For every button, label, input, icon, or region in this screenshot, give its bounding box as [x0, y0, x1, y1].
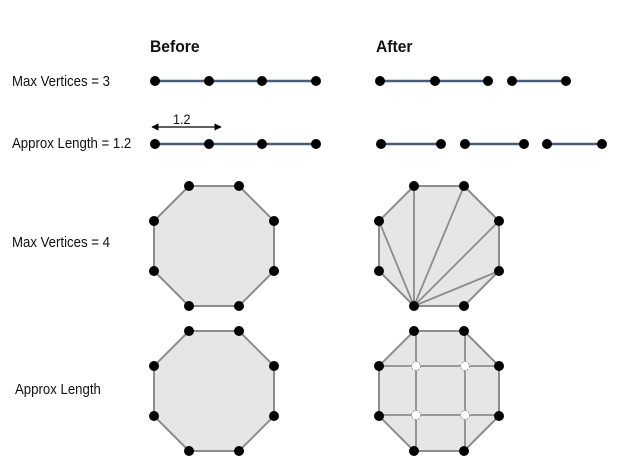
vertex	[234, 326, 244, 336]
vertex	[460, 139, 470, 149]
vertex	[494, 266, 504, 276]
vertex	[311, 139, 321, 149]
subdivision-edge	[378, 220, 415, 307]
vertex-layer	[149, 76, 607, 456]
vertex	[597, 139, 607, 149]
vertex	[459, 446, 469, 456]
column-header-before: Before	[150, 37, 200, 56]
new-vertex	[460, 410, 470, 420]
octagon-after	[378, 330, 500, 452]
vertex	[375, 76, 385, 86]
vertex	[374, 216, 384, 226]
column-header-after: After	[376, 37, 413, 56]
new-vertex	[460, 361, 470, 371]
vertex	[409, 326, 419, 336]
vertex	[257, 139, 267, 149]
vertex	[459, 301, 469, 311]
dimension-label: 1.2	[173, 111, 191, 127]
octagon-before	[153, 330, 275, 452]
vertex	[184, 301, 194, 311]
vertex	[409, 446, 419, 456]
vertex	[269, 361, 279, 371]
vertex	[459, 326, 469, 336]
vertex	[374, 411, 384, 421]
vertex	[409, 181, 419, 191]
vertex	[257, 76, 267, 86]
vertex	[374, 266, 384, 276]
vertex	[494, 216, 504, 226]
subdivision-edge	[413, 220, 500, 307]
vertex	[494, 361, 504, 371]
vertex	[184, 326, 194, 336]
vertex	[204, 139, 214, 149]
octagon-before	[153, 185, 275, 307]
vertex	[494, 411, 504, 421]
vertex	[150, 76, 160, 86]
vertex	[149, 361, 159, 371]
row-label-max-vertices-4: Max Vertices = 4	[12, 234, 110, 251]
vertex	[269, 266, 279, 276]
vertex	[409, 301, 419, 311]
vertex	[459, 181, 469, 191]
vertex	[204, 76, 214, 86]
vertex	[184, 181, 194, 191]
vertex	[483, 76, 493, 86]
vertex	[542, 139, 552, 149]
vertex	[149, 266, 159, 276]
vertex	[149, 216, 159, 226]
vertex	[234, 181, 244, 191]
vertex	[269, 216, 279, 226]
vertex	[269, 411, 279, 421]
row-label-approx-length: Approx Length	[15, 381, 101, 398]
subdivision-edge	[413, 270, 500, 307]
vertex	[507, 76, 517, 86]
vertex	[234, 301, 244, 311]
vertex	[311, 76, 321, 86]
vertex	[374, 361, 384, 371]
vertex	[149, 411, 159, 421]
polyline-layer	[155, 79, 602, 146]
subdivision-edge-layer	[378, 185, 500, 450]
vertex	[376, 139, 386, 149]
new-vertex	[411, 361, 421, 371]
vertex	[561, 76, 571, 86]
subdivision-edge	[413, 185, 465, 307]
vertex	[184, 446, 194, 456]
row-label-approx-length-value: Approx Length = 1.2	[12, 135, 132, 152]
subdivision-edge	[378, 270, 415, 307]
vertex	[430, 76, 440, 86]
vertex	[436, 139, 446, 149]
vertex	[519, 139, 529, 149]
new-vertex	[411, 410, 421, 420]
row-label-max-vertices-3: Max Vertices = 3	[12, 73, 110, 90]
vertex	[150, 139, 160, 149]
vertex	[234, 446, 244, 456]
